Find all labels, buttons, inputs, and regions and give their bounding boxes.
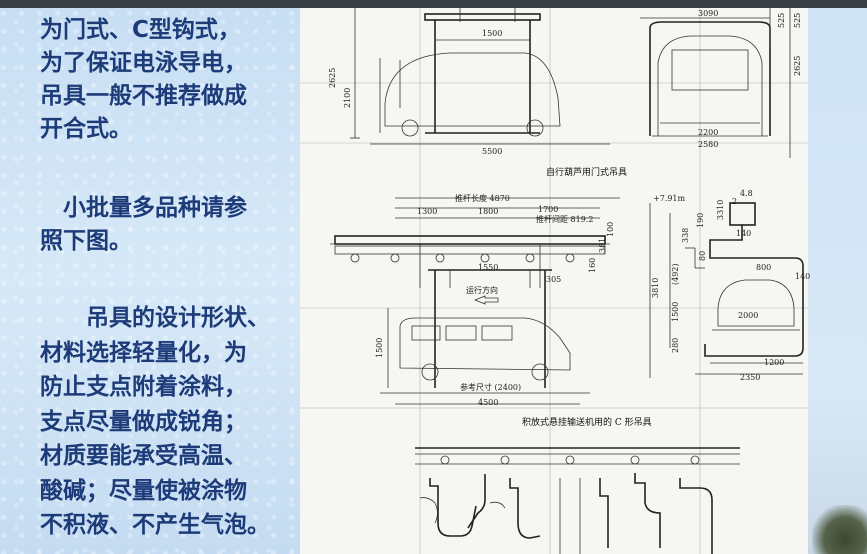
dim-80: 80 [698,251,707,261]
top-gate-hanger-end [640,8,791,158]
decorative-rock-image [812,505,867,554]
slide-background-left [0,8,300,554]
dim-525-a: 525 [777,13,786,28]
dim-305: 305 [546,275,561,284]
dim-1500-top: 1500 [482,29,502,38]
dim-338: 338 [681,228,690,243]
drawing-svg: 1500 2625 2100 5500 3090 525 525 2625 22… [300,8,810,554]
caption-c-hanger: 积放式悬挂输送机用的 C 形吊具 [522,416,652,428]
window-top-bar [0,0,867,8]
dim-3810: 3810 [651,278,660,298]
paragraph-hanger-types: 为门式、C型钩式， 为了保证电泳导电， 吊具一般不推荐做成 开合式。 [40,17,247,142]
dim-3090: 3090 [698,9,718,18]
bottom-c-hangers [415,447,740,554]
dim-1550: 1550 [478,263,498,272]
dim-381: 381 [598,238,607,253]
top-gate-hanger-side [350,8,610,145]
paragraph-design-guidelines: 吊具的设计形状、 材料选择轻量化，为 防止支点附着涂料， 支点尽量做成锐角； 材… [40,305,270,538]
dim-190: 190 [696,213,705,228]
dim-1500-mid: 1500 [375,338,384,358]
dim-2100: 2100 [343,88,352,108]
dim-5500: 5500 [482,147,502,156]
engineering-drawing: 1500 2625 2100 5500 3090 525 525 2625 22… [300,8,810,554]
dim-2625-left: 2625 [328,68,337,88]
dim-2350: 2350 [740,373,760,382]
dim-800: 800 [756,263,771,272]
dim-492: (492) [671,263,680,285]
direction-label: 运行方向 [466,285,498,295]
dim-1300: 1300 [417,207,437,216]
reference-label: 参考尺寸 (2400) [460,382,521,392]
dim-280: 280 [671,338,680,353]
caption-gate-hanger: 自行葫芦用门式吊具 [546,166,627,178]
dim-1800: 1800 [478,207,498,216]
dim-2625-right: 2625 [793,56,802,76]
dim-4-8: 4.8 [740,189,753,198]
middle-c-hanger-end [649,202,804,378]
dim-1500-right: 1500 [671,302,680,322]
dim-100: 100 [606,222,615,237]
dim-3310: 3310 [716,200,725,220]
slide-background-right [808,8,867,554]
dim-140-a: 140 [736,229,751,238]
dim-525-b: 525 [793,13,802,28]
pusher-spacing: 推杆间距 819.2 [536,214,593,224]
elevation-label: +7.91m [653,194,686,203]
dim-2000: 2000 [738,311,758,320]
middle-conveyor-van [330,197,620,405]
dim-4500: 4500 [478,398,498,407]
dim-2: 2 [732,197,737,206]
dim-1200: 1200 [764,358,784,367]
paragraph-small-batch: 小批量多品种请参 照下图。 [40,195,247,254]
dim-2200: 2200 [698,128,718,137]
dim-1700: 1700 [538,205,558,214]
dim-2580: 2580 [698,140,718,149]
background-lines [300,8,808,554]
pusher-length: 推杆长度 4870 [455,193,510,203]
dim-140-b: 140 [795,272,810,281]
dim-160: 160 [588,258,597,273]
